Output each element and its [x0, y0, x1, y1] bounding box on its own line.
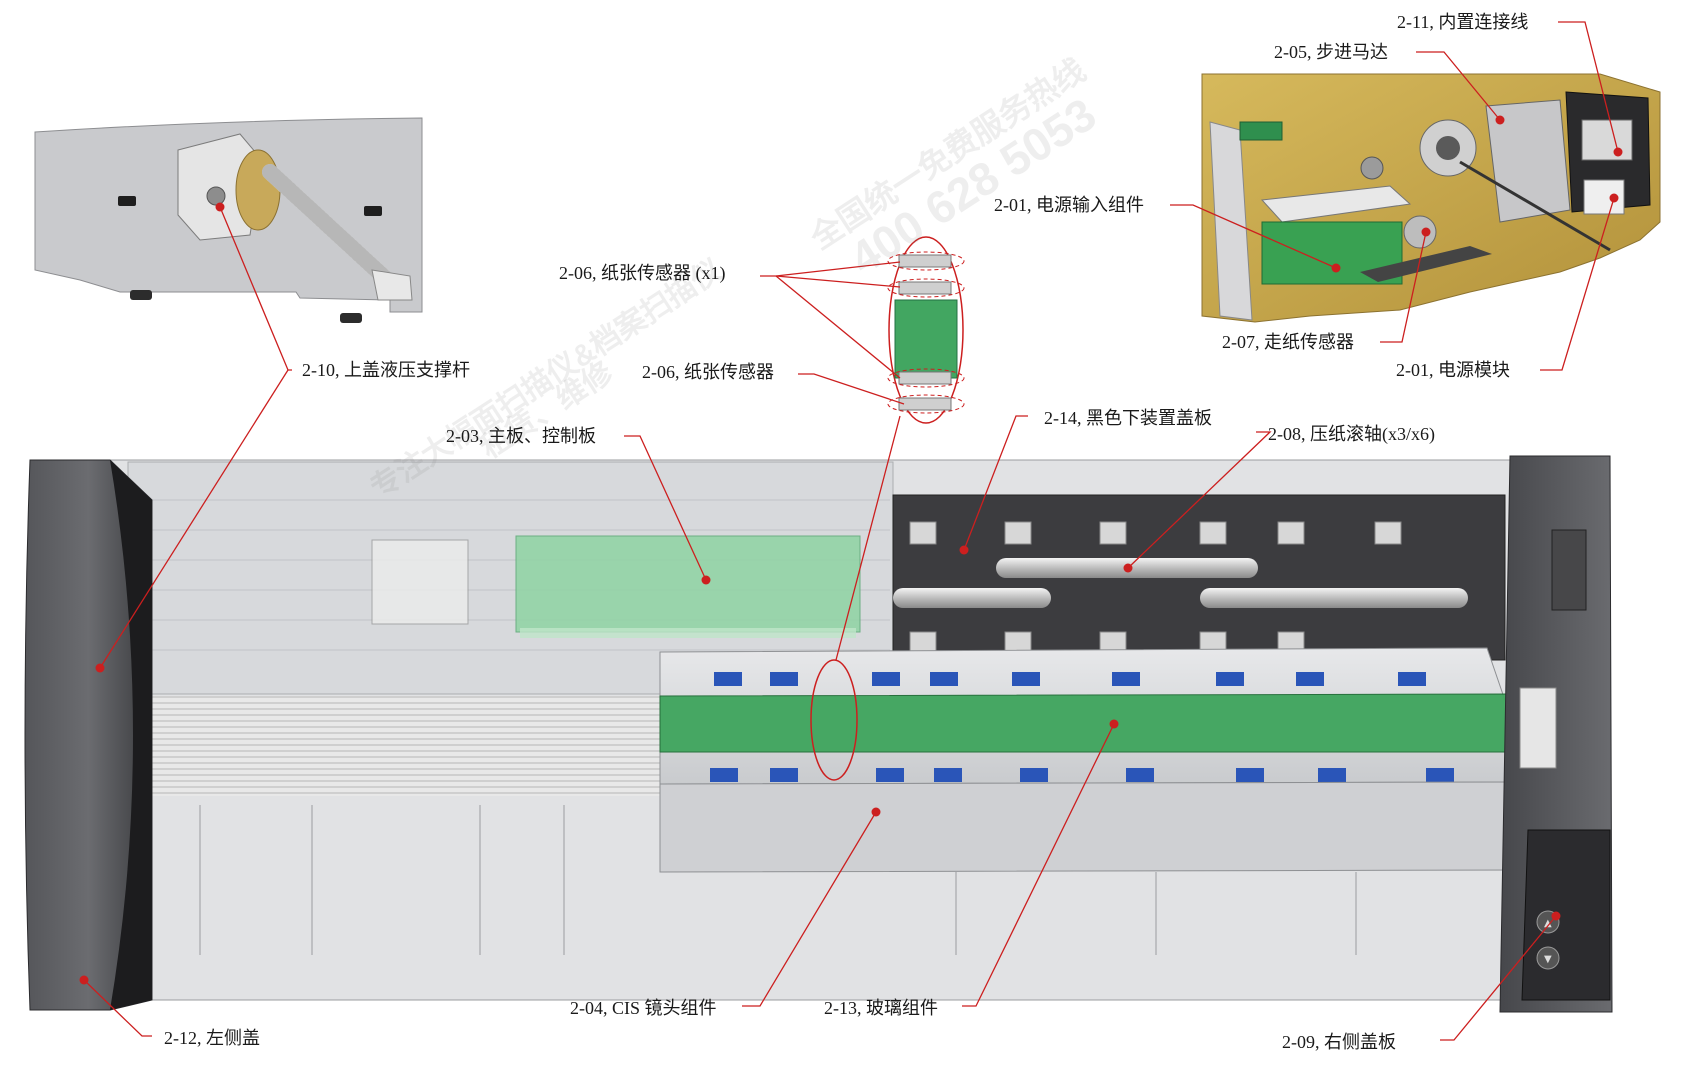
callout-2-11-internal-cable: 2-11, 内置连接线: [1397, 12, 1529, 32]
svg-text:▼: ▼: [1544, 954, 1552, 965]
callout-2-13-glass-assembly: 2-13, 玻璃组件: [824, 998, 938, 1018]
callout-2-10-lid-hydraulic-strut: 2-10, 上盖液压支撑杆: [302, 360, 470, 380]
callout-2-05-stepper-motor: 2-05, 步进马达: [1274, 42, 1388, 62]
callout-2-01-power-input: 2-01, 电源输入组件: [994, 195, 1144, 215]
callout-2-12-left-side-cover: 2-12, 左侧盖: [164, 1028, 260, 1048]
detail-hinge-panel: [34, 117, 423, 323]
sensor-board-detail: [887, 236, 965, 424]
callout-2-07-feed-sensor: 2-07, 走纸传感器: [1222, 332, 1354, 352]
detail-power-housing: [1201, 73, 1661, 323]
svg-text:▲: ▲: [1544, 918, 1552, 929]
callout-2-01-power-module: 2-01, 电源模块: [1396, 360, 1510, 380]
callout-2-06-paper-sensor-x1: 2-06, 纸张传感器 (x1): [559, 263, 726, 283]
leader-lines: [83, 21, 1619, 1041]
callout-2-06-paper-sensor: 2-06, 纸张传感器: [642, 362, 774, 382]
cis-sensor-ring: [810, 659, 858, 781]
callout-2-03-mainboard: 2-03, 主板、控制板: [446, 426, 596, 446]
callout-dots: [79, 115, 1623, 985]
scanner-body: ▲ ▼: [24, 455, 1613, 1013]
callout-2-08-pinch-rollers: 2-08, 压纸滚轴(x3/x6): [1268, 424, 1435, 444]
callout-2-14-black-lower-cover: 2-14, 黑色下装置盖板: [1044, 408, 1212, 428]
callout-2-04-cis-lens: 2-04, CIS 镜头组件: [570, 998, 717, 1018]
callout-2-09-right-side-cover: 2-09, 右侧盖板: [1282, 1032, 1396, 1052]
